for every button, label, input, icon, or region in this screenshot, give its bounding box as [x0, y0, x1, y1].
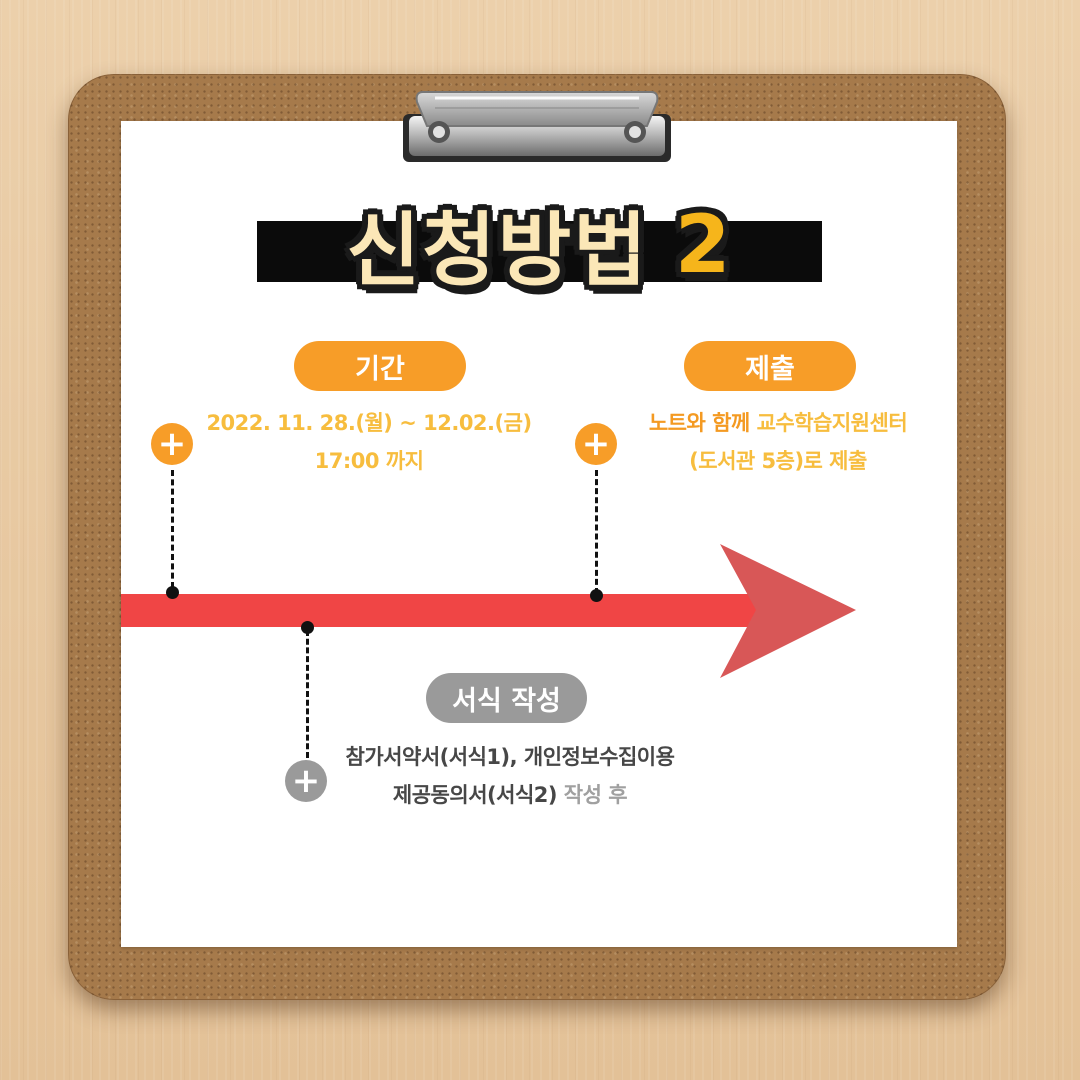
- period-plus-icon: +: [151, 423, 193, 465]
- period-badge-label: 기간: [355, 353, 405, 385]
- title-bar: [257, 221, 822, 282]
- form-connector-dot: [301, 621, 314, 634]
- submit-line1-b: 교수학습지원센터: [756, 411, 908, 435]
- submit-connector: [595, 470, 598, 594]
- submit-plus-icon: +: [575, 423, 617, 465]
- form-badge-label: 서식 작성: [452, 685, 561, 717]
- period-badge: 기간: [294, 341, 466, 391]
- form-line2-a: 제공동의서(서식2): [392, 783, 564, 807]
- submit-connector-dot: [590, 589, 603, 602]
- title-number: 2: [674, 197, 733, 291]
- period-connector: [171, 470, 174, 588]
- submit-line2: (도서관 5층)로 제출: [689, 449, 867, 473]
- plus-icon: +: [291, 761, 321, 801]
- period-description: 2022. 11. 28.(월) ~ 12.02.(금) 17:00 까지: [196, 404, 542, 480]
- clipboard-clip-icon: [403, 91, 671, 162]
- form-badge: 서식 작성: [426, 673, 587, 723]
- submit-description: 노트와 함께 교수학습지원센터 (도서관 5층)로 제출: [617, 404, 939, 480]
- form-plus-icon: +: [285, 760, 327, 802]
- period-deadline: 17:00 까지: [314, 449, 424, 473]
- plus-icon: +: [581, 424, 611, 464]
- page-title: 신청방법 2: [257, 184, 822, 304]
- form-description: 참가서약서(서식1), 개인정보수집이용 제공동의서(서식2) 작성 후: [327, 738, 693, 814]
- submit-line1-a: 노트와 함께: [648, 411, 757, 435]
- submit-badge: 제출: [684, 341, 856, 391]
- title-text: 신청방법: [346, 204, 649, 297]
- submit-badge-label: 제출: [745, 353, 795, 385]
- form-line2-b: 작성 후: [563, 783, 628, 807]
- plus-icon: +: [157, 424, 187, 464]
- form-line1: 참가서약서(서식1), 개인정보수집이용: [345, 745, 675, 769]
- period-dates: 2022. 11. 28.(월) ~ 12.02.(금): [206, 411, 532, 435]
- period-connector-dot: [166, 586, 179, 599]
- form-connector: [306, 630, 309, 758]
- timeline-arrow-icon: [121, 544, 856, 678]
